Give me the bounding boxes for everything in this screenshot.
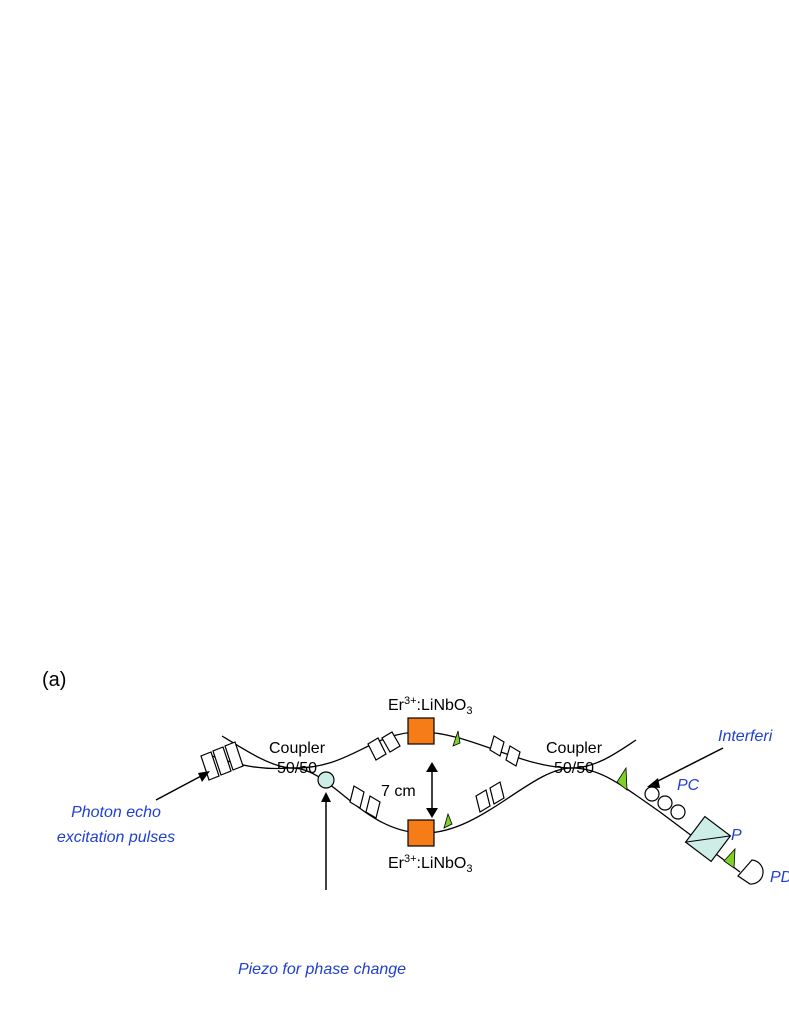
crystal-bottom-label: Er3+:LiNbO3 <box>388 853 472 875</box>
lower-arm-pulses-left <box>349 785 381 819</box>
separation-arrow <box>426 762 438 818</box>
separation-label: 7 cm <box>381 783 416 800</box>
panel-label: (a) <box>42 669 66 691</box>
polarizer-cube <box>684 815 732 863</box>
photon-echo-label-line1: Photon echo <box>71 804 161 821</box>
echo-pulse-final <box>723 847 736 869</box>
interfering-label: Interferi <box>718 728 773 745</box>
photodiode <box>737 859 764 885</box>
pc-label: PC <box>677 777 700 794</box>
photon-echo-label-line2: excitation pulses <box>57 829 175 846</box>
echo-pulse-bottom <box>443 812 453 829</box>
excitation-pulses <box>200 741 244 781</box>
echo-pulse-output <box>616 766 628 791</box>
interfering-arrow <box>647 747 724 788</box>
echo-pulse-top <box>452 730 461 747</box>
polarizer-label: P <box>731 827 742 844</box>
upper-arm-pulses-right <box>489 735 521 767</box>
coupler-left-line2: 50/50 <box>277 760 317 777</box>
crystal-bottom <box>407 819 435 847</box>
lower-arm-pulses-right <box>475 781 505 813</box>
coupler-right-line2: 50/50 <box>554 760 594 777</box>
coupler-left-line1: Coupler <box>269 740 326 757</box>
piezo-label: Piezo for phase change <box>238 961 406 978</box>
upper-arm-pulses-left <box>367 731 401 761</box>
pd-label: PD <box>770 869 789 886</box>
crystal-top-label: Er3+:LiNbO3 <box>388 695 472 717</box>
coupler-right-line1: Coupler <box>546 740 603 757</box>
piezo-arrow <box>321 792 331 890</box>
crystal-top <box>407 717 435 745</box>
piezo-element <box>317 771 335 789</box>
photon-echo-arrow <box>155 771 210 801</box>
